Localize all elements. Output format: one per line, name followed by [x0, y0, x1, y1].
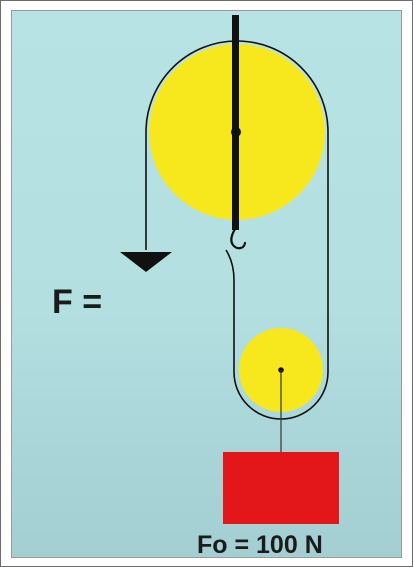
support-rod: [232, 15, 239, 230]
load-label: Fo = 100 N: [197, 531, 323, 559]
hook-icon: [230, 227, 247, 250]
force-arrow-head: [120, 252, 172, 272]
load-block: [223, 452, 339, 524]
force-label: F =: [52, 283, 102, 321]
rope-around-movable-pulley: [225, 132, 329, 420]
fixed-pulley-axle: [231, 127, 241, 137]
